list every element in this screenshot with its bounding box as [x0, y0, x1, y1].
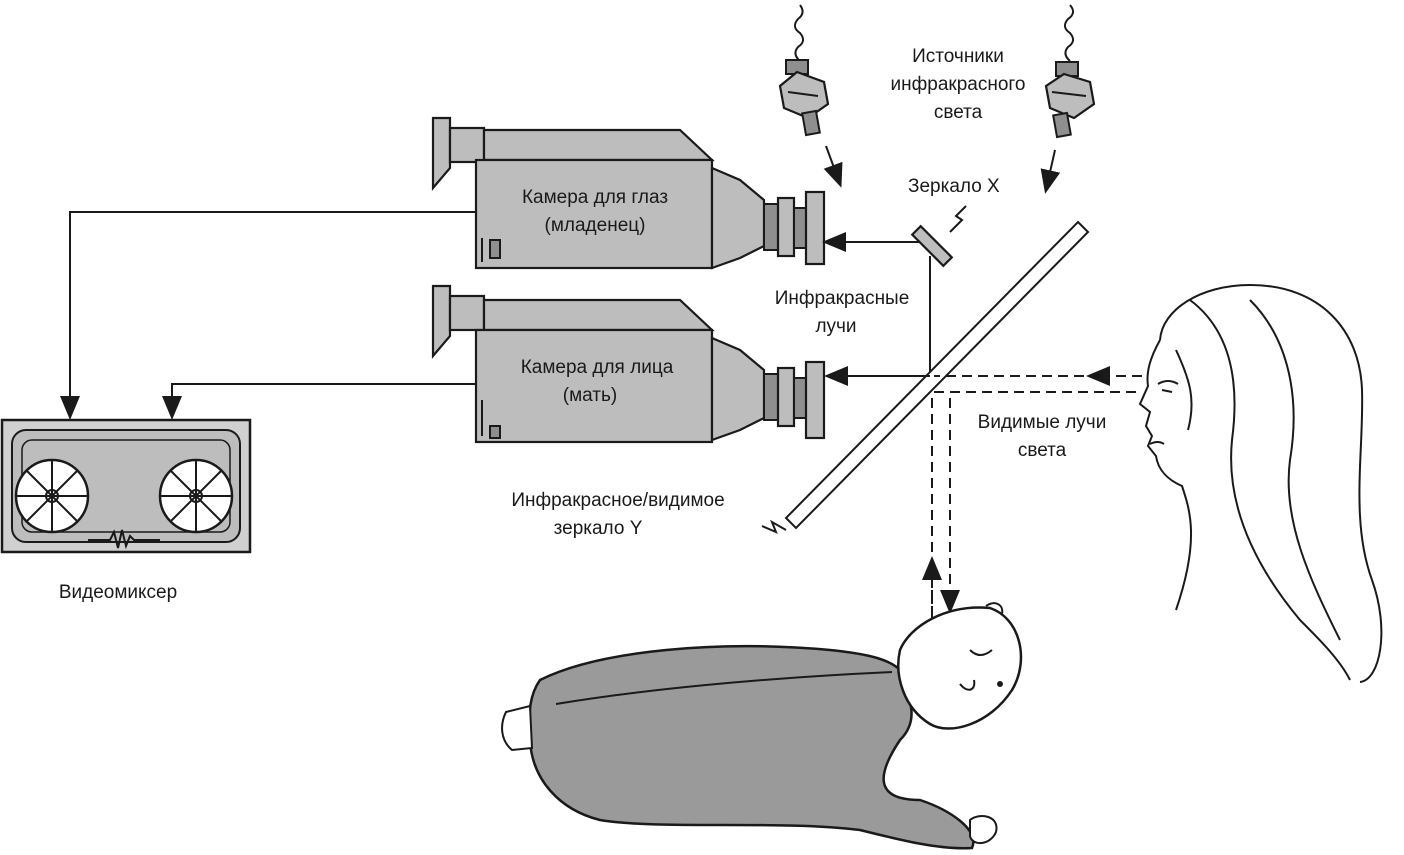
mirror-y-label-line1: Инфракрасное/видимое [511, 490, 724, 511]
ir-lamp-right [1040, 4, 1096, 194]
video-mixer [0, 418, 252, 554]
eye-camera-label-line2: (младенец) [545, 215, 646, 236]
face-camera-label-line2: (мать) [563, 385, 617, 406]
ir-rays-label-line1: Инфракрасные [775, 288, 910, 309]
visible-rays-label-line1: Видимые лучи [978, 412, 1107, 433]
eye-camera-label-line1: Камера для глаз [522, 187, 668, 208]
face-camera-label-line1: Камера для лица [521, 357, 674, 378]
ir-sources-label-line3: света [934, 102, 983, 123]
baby [501, 602, 1023, 850]
face-camera [431, 284, 826, 444]
mother-profile [1138, 283, 1383, 683]
reel-right-icon [158, 458, 234, 534]
mirror-y-label-line2: зеркало Y [554, 518, 643, 539]
ir-sources-label-line2: инфракрасного [891, 74, 1026, 95]
eye-camera [431, 116, 826, 270]
mirror-x [910, 205, 967, 268]
visible-rays-label-line2: света [1018, 440, 1067, 461]
ir-rays-label-line2: лучи [815, 316, 856, 337]
video-mixer-label: Видеомиксер [59, 582, 177, 603]
reel-left-icon [14, 458, 90, 534]
ir-sources-label-line1: Источники [912, 46, 1004, 67]
ir-lamp-left [778, 4, 843, 188]
mirror-x-label: Зеркало X [908, 176, 1000, 197]
